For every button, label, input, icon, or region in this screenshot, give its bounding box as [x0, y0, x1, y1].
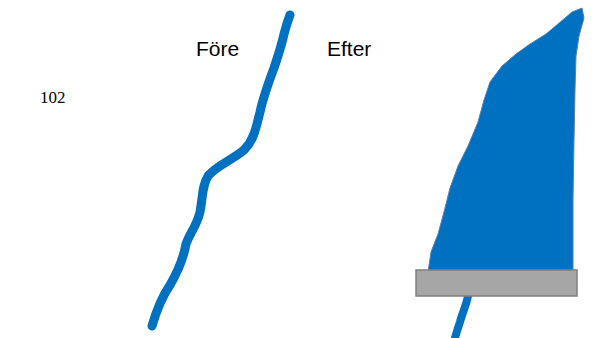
dam-wall — [416, 270, 577, 296]
river-after-outflow — [455, 296, 468, 338]
panel-label: Före — [196, 38, 239, 59]
page-number: 102 — [40, 89, 66, 106]
reservoir — [428, 8, 584, 272]
river-before — [152, 15, 290, 326]
panel-label: Efter — [327, 38, 371, 59]
